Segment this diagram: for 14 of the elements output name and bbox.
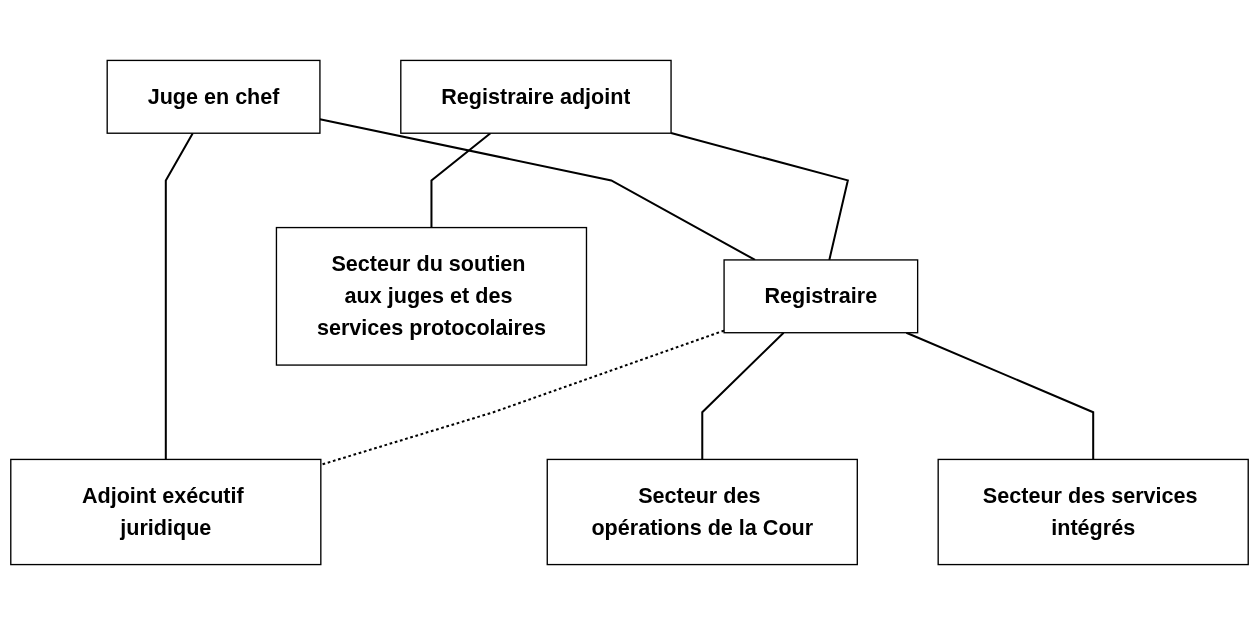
connector: [430, 132, 492, 228]
connector: [905, 331, 1095, 460]
node-box: Juge en chef: [106, 59, 321, 134]
connector: [320, 329, 725, 466]
connector: [164, 132, 194, 460]
connector: [670, 132, 850, 261]
node-box: Secteur du soutien aux juges et des services protocolaires: [275, 226, 588, 366]
node-box: Registraire: [723, 259, 919, 334]
node-box: Registraire adjoint: [400, 59, 672, 134]
node-box: Adjoint exécutif juridique: [10, 458, 322, 566]
node-box: Secteur des services intégrés: [937, 458, 1249, 566]
node-box: Secteur des opérations de la Cour: [546, 458, 858, 566]
connector: [319, 118, 756, 261]
connector: [701, 332, 785, 460]
